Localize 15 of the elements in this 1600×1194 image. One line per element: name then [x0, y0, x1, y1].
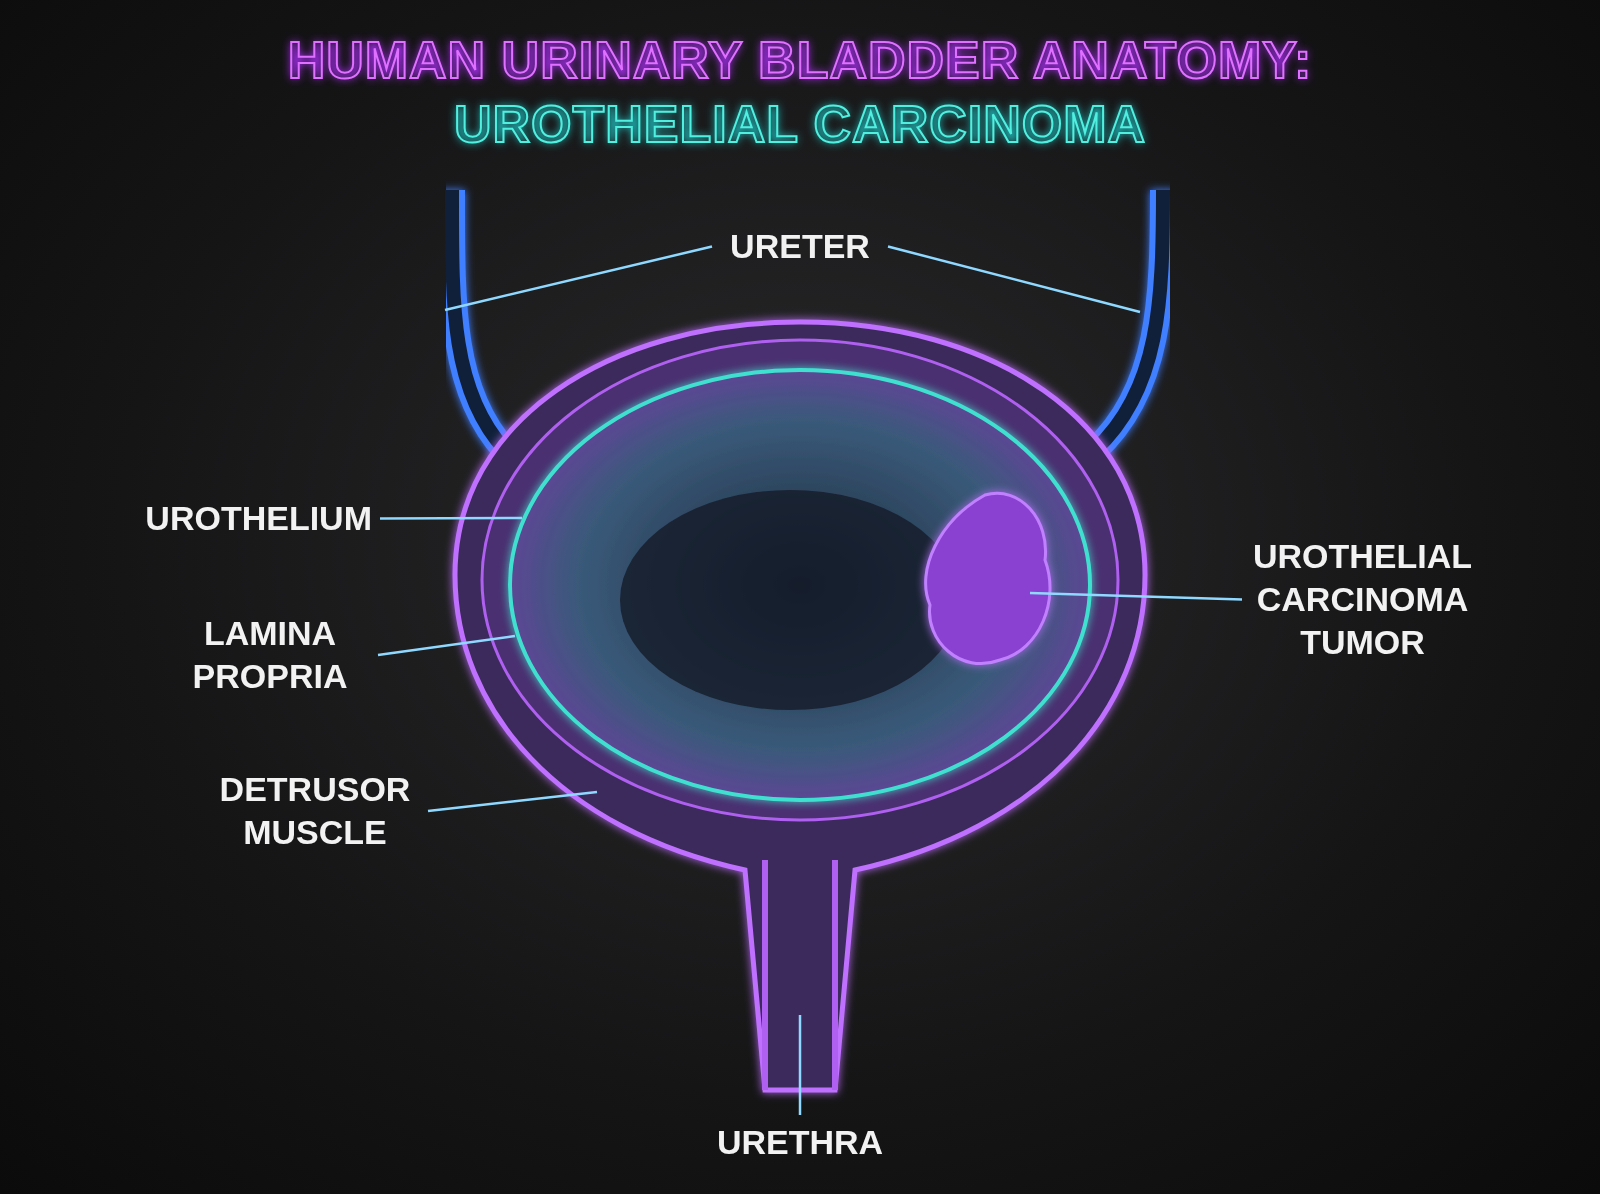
title: HUMAN URINARY BLADDER ANATOMY:	[286, 30, 1314, 90]
part-label: UROTHELIAL CARCINOMA TUMOR	[1250, 535, 1475, 664]
part-label: LAMINA PROPRIA	[170, 612, 370, 698]
part-label: URETHRA	[700, 1121, 900, 1164]
leader-line	[798, 1015, 802, 1115]
leader-line	[427, 790, 598, 813]
leader-line	[444, 245, 713, 312]
subtitle: UROTHELIAL CARCINOMA	[452, 94, 1148, 154]
part-label: URETER	[720, 225, 880, 268]
leader-line	[380, 516, 522, 520]
leader-line	[377, 634, 516, 657]
leader-line	[887, 245, 1141, 314]
part-label: UROTHELIUM	[120, 497, 372, 540]
leader-line	[1029, 591, 1243, 601]
part-label: DETRUSOR MUSCLE	[210, 768, 420, 854]
